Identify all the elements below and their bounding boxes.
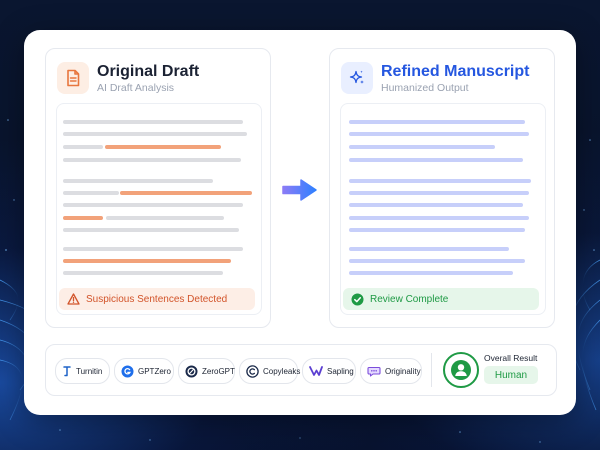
- gptzero-icon: [121, 365, 134, 378]
- detector-label: Originality: [385, 366, 421, 376]
- text-line: [349, 132, 529, 136]
- detector-label: ZeroGPT: [202, 366, 235, 376]
- text-line: [63, 158, 241, 162]
- text-line: [349, 120, 525, 124]
- detector-label: Sapling: [327, 366, 354, 376]
- draft-document-preview: Suspicious Sentences Detected: [56, 103, 262, 315]
- text-line: [349, 179, 531, 183]
- result-badge: Human: [484, 366, 538, 384]
- detector-chip-originality[interactable]: Originality: [360, 358, 422, 384]
- warning-icon: [67, 293, 80, 305]
- status-text: Review Complete: [370, 293, 449, 305]
- panel-title: Original Draft: [97, 63, 200, 80]
- user-icon: [443, 352, 479, 388]
- text-line: [349, 216, 529, 220]
- overall-result-label: Overall Result: [484, 353, 538, 363]
- detector-label: GPTZero: [138, 366, 171, 376]
- detector-label: Turnitin: [76, 366, 103, 376]
- detector-label: Copyleaks: [263, 366, 301, 376]
- text-line: [63, 120, 243, 124]
- sparkle-icon: [341, 62, 373, 94]
- detectors-bar: Turnitin GPTZero ZeroGPT: [45, 344, 557, 396]
- copyleaks-icon: [246, 364, 259, 378]
- panel-subtitle: Humanized Output: [381, 82, 469, 94]
- detector-chip-copyleaks[interactable]: Copyleaks: [239, 358, 301, 384]
- original-draft-panel: Original Draft AI Draft Analysis: [45, 48, 271, 328]
- refined-document-preview: Review Complete: [340, 103, 546, 315]
- review-complete-banner: Review Complete: [343, 288, 539, 310]
- suspicious-highlight: [63, 216, 103, 220]
- sapling-icon: [309, 365, 323, 377]
- detector-chip-gptzero[interactable]: GPTZero: [114, 358, 174, 384]
- text-line: [63, 203, 243, 207]
- text-line: [63, 145, 103, 149]
- text-line: [349, 158, 523, 162]
- text-line: [349, 247, 509, 251]
- text-line: [63, 132, 247, 136]
- zerogpt-icon: [185, 365, 198, 378]
- text-line: [63, 191, 119, 195]
- status-text: Suspicious Sentences Detected: [86, 293, 228, 305]
- suspicious-status-banner: Suspicious Sentences Detected: [59, 288, 255, 310]
- panel-title: Refined Manuscript: [381, 63, 530, 80]
- text-line: [349, 271, 513, 275]
- turnitin-icon: [62, 365, 72, 377]
- text-line: [63, 228, 239, 232]
- detector-chip-sapling[interactable]: Sapling: [302, 358, 356, 384]
- suspicious-highlight: [120, 191, 252, 195]
- suspicious-highlight: [105, 145, 221, 149]
- text-line: [349, 259, 525, 263]
- text-line: [63, 179, 213, 183]
- document-icon: [57, 62, 89, 94]
- text-line: [349, 191, 529, 195]
- text-line: [63, 271, 223, 275]
- refined-manuscript-panel: Refined Manuscript Humanized Output: [329, 48, 555, 328]
- detector-chip-turnitin[interactable]: Turnitin: [55, 358, 110, 384]
- arrow-right-icon: [281, 177, 319, 208]
- text-line: [63, 247, 243, 251]
- main-card: Original Draft AI Draft Analysis: [24, 30, 576, 415]
- suspicious-highlight: [63, 259, 231, 263]
- check-circle-icon: [351, 293, 364, 306]
- text-line: [349, 203, 523, 207]
- divider: [431, 353, 432, 387]
- panel-subtitle: AI Draft Analysis: [97, 82, 175, 94]
- text-line: [349, 145, 495, 149]
- text-line: [106, 216, 224, 220]
- text-line: [349, 228, 525, 232]
- detector-chip-zerogpt[interactable]: ZeroGPT: [178, 358, 235, 384]
- originality-icon: [367, 365, 381, 377]
